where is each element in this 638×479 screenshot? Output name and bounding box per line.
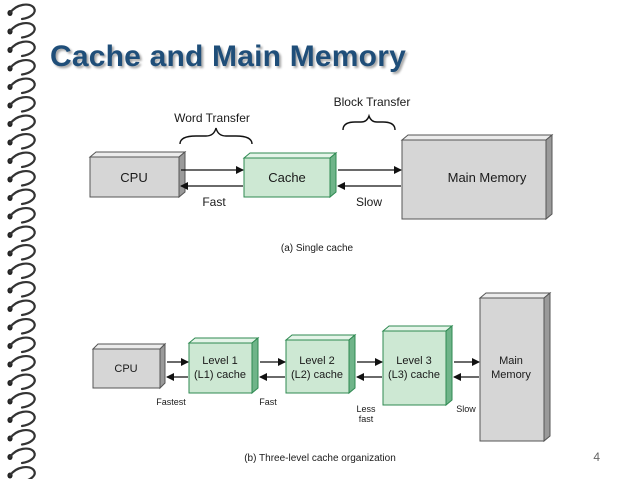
spiral-ring [7,447,36,465]
spiral-ring [7,243,36,261]
spiral-ring [7,151,36,169]
slide-title: Cache and Main Memory [50,40,406,73]
spiral-ring [7,317,36,335]
spiral-ring [7,262,36,280]
cpu-label-b: CPU [114,363,137,375]
word-transfer-label: Word Transfer [174,111,250,125]
single-cache-diagram: Word Transfer Block Transfer CPU Cache M… [88,95,554,254]
page-number: 4 [593,450,600,464]
l1-label-line2: (L1) cache [194,369,246,381]
spiral-binding [7,3,36,479]
main-memory-box-b: Main Memory [478,291,552,443]
l2-label-line1: Level 2 [299,355,334,367]
slow-label-b: Slow [456,404,476,414]
block-transfer-brace [342,113,396,131]
spiral-ring [7,354,36,372]
cpu-label-a: CPU [120,170,147,185]
fast-label-a: Fast [202,195,226,209]
l3-label-line2: (L3) cache [388,369,440,381]
cpu-box-a: CPU [88,150,187,199]
main-memory-box-a: Main Memory [400,133,554,221]
cache-label-a: Cache [268,170,306,185]
main-memory-label-a: Main Memory [448,170,527,185]
spiral-ring [7,132,36,150]
mm-label-line2: Memory [491,369,531,381]
spiral-ring [7,40,36,58]
less-fast-label-line2: fast [359,414,374,424]
l3-label-line1: Level 3 [396,355,431,367]
caption-a: (a) Single cache [281,243,354,254]
mm-label-line1: Main [499,355,523,367]
spiral-ring [7,206,36,224]
cache-box-a: Cache [242,151,338,199]
caption-b: (b) Three-level cache organization [244,453,396,464]
spiral-ring [7,391,36,409]
spiral-ring [7,77,36,95]
spiral-ring [7,373,36,391]
spiral-ring [7,280,36,298]
less-fast-label-line1: Less [356,404,376,414]
spiral-ring [7,428,36,446]
spiral-ring [7,225,36,243]
word-transfer-brace [179,127,253,145]
l1-cache-box: Level 1 (L1) cache [187,336,260,395]
cpu-box-b: CPU [91,342,167,390]
l2-label-line2: (L2) cache [291,369,343,381]
spiral-ring [7,299,36,317]
fast-label-b: Fast [259,397,277,407]
spiral-ring [7,410,36,428]
spiral-ring [7,3,36,21]
spiral-ring [7,58,36,76]
l1-label-line1: Level 1 [202,355,237,367]
spiral-ring [7,188,36,206]
spiral-ring [7,95,36,113]
fastest-label: Fastest [156,397,186,407]
spiral-ring [7,465,36,479]
spiral-ring [7,336,36,354]
spiral-ring [7,169,36,187]
spiral-ring [7,114,36,132]
slow-label-a: Slow [356,195,382,209]
l2-cache-box: Level 2 (L2) cache [284,333,357,395]
block-transfer-label: Block Transfer [334,95,411,109]
l3-cache-box: Level 3 (L3) cache [381,324,454,407]
spiral-ring [7,21,36,39]
three-level-cache-diagram: CPU Level 1 (L1) cache Level 2 (L2) cach… [91,291,552,464]
